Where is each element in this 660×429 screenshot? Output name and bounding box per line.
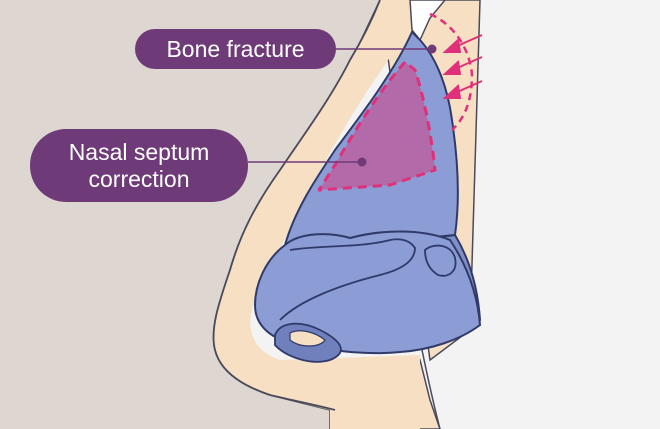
septum-text-line2: correction <box>88 165 190 192</box>
nasal-bone <box>409 0 446 42</box>
nose-profile-line <box>212 0 381 411</box>
bone-fracture-text: Bone fracture <box>166 35 305 62</box>
small-cartilage <box>424 244 457 277</box>
face-background <box>0 0 380 429</box>
bone-fracture-label: Bone fracture <box>135 29 336 69</box>
arrow-2-head <box>442 60 462 75</box>
septum-highlight <box>317 59 437 192</box>
septum-correction-label: Nasal septum correction <box>30 129 248 202</box>
alar-groove <box>279 238 416 321</box>
skin-fill-bridge <box>213 0 420 429</box>
septum-text-line1: Nasal septum <box>68 138 210 165</box>
arrow-1-head <box>442 38 462 53</box>
pressure-arrows <box>442 34 483 99</box>
arrow-3-head <box>442 84 462 99</box>
nostril-inner <box>289 330 326 347</box>
septum-dot <box>357 157 367 167</box>
lower-cartilage <box>253 230 482 355</box>
fracture-dashed-arc <box>429 12 474 131</box>
bone-fracture-dot <box>427 44 437 54</box>
